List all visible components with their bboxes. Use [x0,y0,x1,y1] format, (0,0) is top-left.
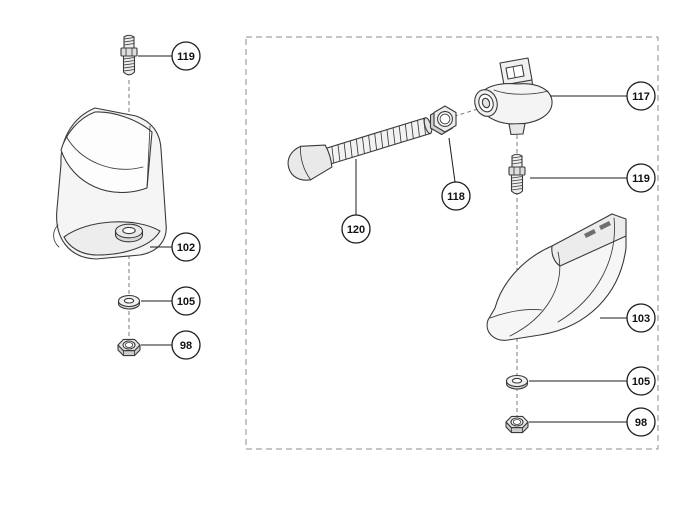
part-valve-body [474,57,553,136]
callout-circle [626,407,656,437]
callout-circle [626,81,656,111]
callout-number: 118 [447,191,465,203]
part-stud-left [120,34,138,76]
part-stud-right [508,153,526,195]
callout-right-washer-105: 105 [529,366,656,396]
callout-left-washer-105: 105 [141,286,201,316]
part-washer-left [117,294,141,310]
callout-number: 120 [347,224,365,236]
callout-right-stud-119: 119 [530,163,656,193]
callout-number: 102 [177,242,195,254]
part-nut-right [505,415,529,434]
leader-line [448,137,456,183]
callout-circle [171,41,201,71]
callout-number: 117 [632,91,650,103]
callout-number: 103 [632,313,650,325]
callout-deflector-103: 103 [600,303,656,333]
callout-circle [171,286,201,316]
callout-circle [626,366,656,396]
callout-number: 105 [632,376,650,388]
callout-left-stud-119: 119 [138,41,201,71]
part-washer-right [505,374,529,390]
part-deflector [486,213,627,341]
callout-right-nut-98: 98 [529,407,656,437]
callout-circle [171,232,201,262]
assembly-boundary [245,36,659,450]
callout-circle [626,163,656,193]
part-nut-left [117,338,141,357]
part-bracket [53,107,167,260]
callout-circle [626,303,656,333]
callout-number: 119 [177,51,195,63]
callout-circle [441,181,471,211]
part-nut-118 [429,105,457,136]
part-screw [287,117,433,181]
callout-left-nut-98: 98 [141,330,201,360]
callout-bracket-102: 102 [150,232,201,262]
callout-valve-body-117: 117 [550,81,656,111]
callout-screw-120: 120 [341,159,371,244]
callout-number: 105 [177,296,195,308]
callout-number: 98 [180,340,192,352]
callout-circle [171,330,201,360]
callout-number: 119 [632,173,650,185]
callout-circle [341,214,371,244]
callout-nut-118: 118 [441,137,471,211]
callout-number: 98 [635,417,647,429]
